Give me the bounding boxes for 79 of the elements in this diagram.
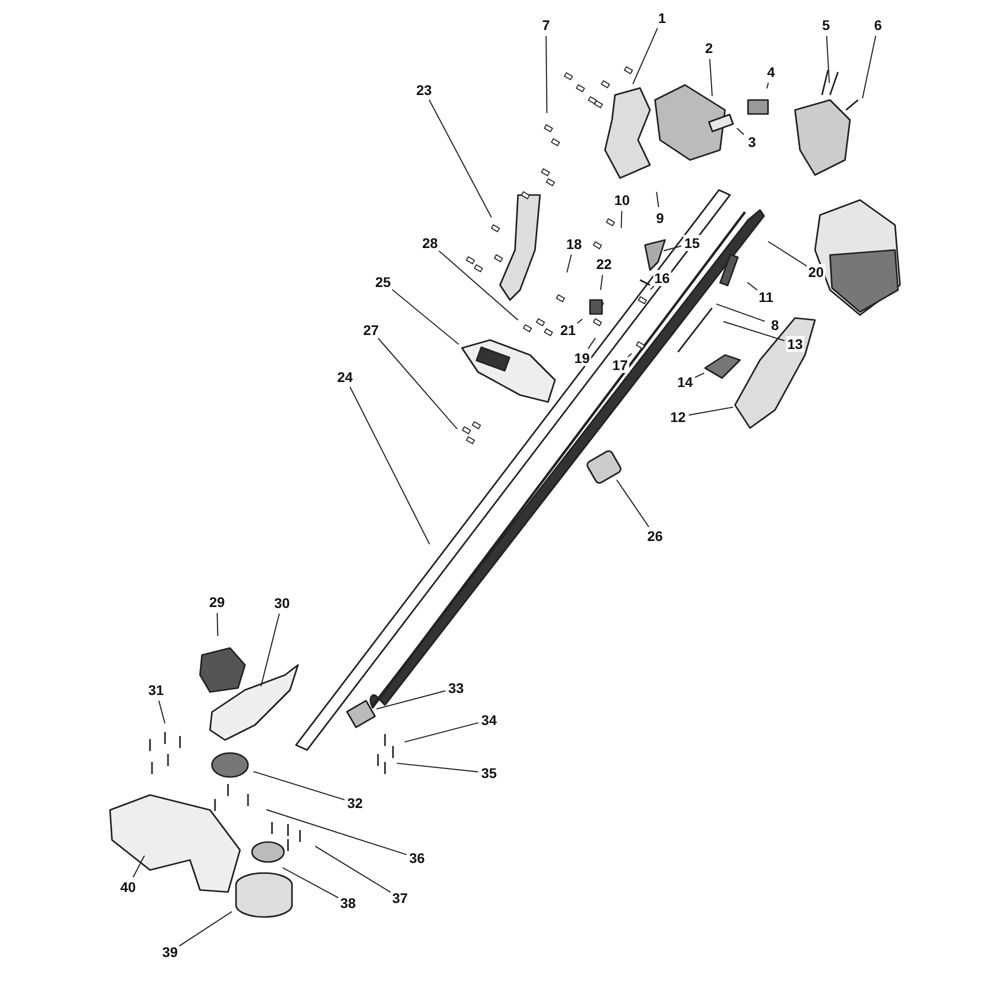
callout-number: 10 <box>613 192 631 208</box>
callout-number: 37 <box>391 890 409 906</box>
leader-line <box>694 372 704 378</box>
callout-number: 18 <box>565 236 583 252</box>
leader-line <box>376 690 446 710</box>
leader-line <box>178 911 232 946</box>
leader-line <box>158 700 166 724</box>
callout-number: 3 <box>747 134 757 150</box>
callout-number: 33 <box>447 680 465 696</box>
callout-number: 29 <box>208 594 226 610</box>
leader-line <box>663 245 682 252</box>
callout-number: 36 <box>408 850 426 866</box>
leader-line <box>260 614 280 686</box>
callout-number: 32 <box>346 795 364 811</box>
leader-line <box>826 36 830 84</box>
callout-number: 24 <box>336 369 354 385</box>
callout-number: 6 <box>873 17 883 33</box>
leader-line <box>862 36 876 98</box>
callout-number: 23 <box>415 82 433 98</box>
callout-number: 40 <box>119 879 137 895</box>
leader-line <box>736 128 744 135</box>
callout-number: 11 <box>758 289 774 305</box>
callout-number: 9 <box>655 210 665 226</box>
leader-line <box>566 254 572 272</box>
leader-line <box>132 855 145 878</box>
leader-line <box>723 321 785 342</box>
callout-number: 7 <box>541 17 551 33</box>
leader-line <box>627 353 632 358</box>
leader-line <box>632 28 658 84</box>
leader-line <box>396 762 478 772</box>
leader-line <box>266 809 407 856</box>
callout-number: 30 <box>273 595 291 611</box>
callout-number: 27 <box>362 322 380 338</box>
leader-line <box>438 250 518 320</box>
leader-line <box>688 406 734 416</box>
leader-line <box>588 338 596 350</box>
callout-number: 22 <box>595 256 613 272</box>
leader-line <box>600 274 604 290</box>
callout-number: 20 <box>807 264 825 280</box>
leader-line <box>349 386 430 545</box>
callout-number: 4 <box>766 64 776 80</box>
leader-line <box>253 771 345 800</box>
callout-number: 25 <box>374 274 392 290</box>
callout-number: 5 <box>821 17 831 33</box>
callout-number: 12 <box>669 409 687 425</box>
callout-number: 1 <box>657 10 667 26</box>
callout-number: 15 <box>683 235 701 251</box>
callout-number: 16 <box>653 270 671 286</box>
leader-line <box>546 36 548 113</box>
leader-line <box>709 58 713 96</box>
callout-number: 28 <box>421 235 439 251</box>
callout-number: 13 <box>786 336 804 352</box>
leader-line <box>620 210 622 228</box>
callout-number: 8 <box>770 317 780 333</box>
callout-number: 31 <box>147 682 165 698</box>
leader-line <box>768 241 808 267</box>
callout-number: 19 <box>573 350 591 366</box>
leader-line <box>656 192 660 208</box>
leader-line <box>616 480 650 528</box>
leader-line <box>314 846 391 893</box>
leader-line <box>428 99 492 218</box>
callout-number: 17 <box>611 357 629 373</box>
leader-line <box>378 338 458 430</box>
leader-line <box>747 282 758 291</box>
callout-number: 34 <box>480 712 498 728</box>
leader-line <box>766 82 769 88</box>
callout-number: 14 <box>676 374 694 390</box>
leader-line <box>404 722 478 742</box>
leader-line <box>716 304 765 322</box>
callout-number: 39 <box>161 944 179 960</box>
callout-number: 35 <box>480 765 498 781</box>
callout-number: 2 <box>704 40 714 56</box>
callout-number: 38 <box>339 895 357 911</box>
leader-line <box>282 867 339 898</box>
callout-number: 26 <box>646 528 664 544</box>
leader-line <box>391 288 460 345</box>
leader-line <box>650 285 655 290</box>
callout-number: 21 <box>559 322 577 338</box>
leader-line <box>216 612 218 636</box>
